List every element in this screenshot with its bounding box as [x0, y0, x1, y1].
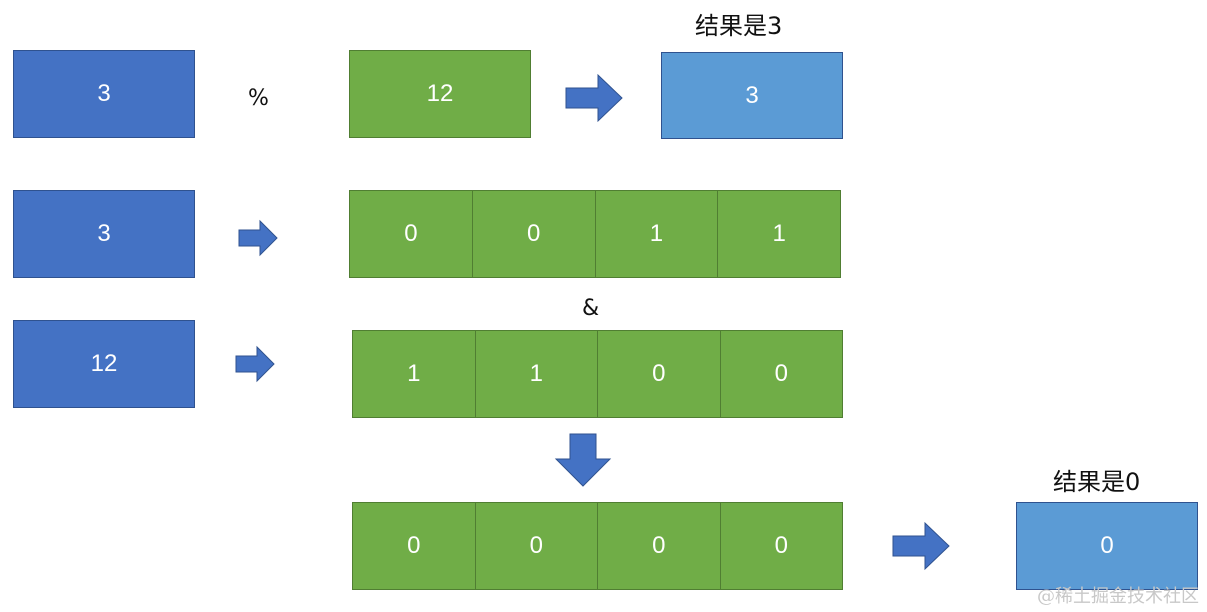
- right-arrow-icon: [892, 521, 950, 571]
- binary-strip-result: 0 0 0 0: [352, 502, 843, 590]
- result-box-top: 3: [661, 52, 843, 139]
- bit-cell: 0: [720, 331, 842, 417]
- value-box-12: 12: [349, 50, 531, 138]
- right-arrow-icon: [238, 219, 278, 257]
- bit-cell: 1: [718, 191, 840, 277]
- value-box-12-binary: 12: [13, 320, 195, 408]
- bit-cell: 0: [353, 503, 476, 589]
- result-box-bottom: 0: [1016, 502, 1198, 590]
- and-operator: &: [582, 296, 600, 321]
- result-label-top: 结果是3: [695, 12, 783, 40]
- bit-cell: 1: [353, 331, 476, 417]
- right-arrow-icon: [565, 73, 623, 123]
- value-box-3-binary: 3: [13, 190, 195, 278]
- value-box-3: 3: [13, 50, 195, 138]
- result-label-bottom: 结果是0: [1053, 468, 1141, 496]
- bit-cell: 1: [475, 331, 598, 417]
- binary-strip-12: 1 1 0 0: [352, 330, 843, 418]
- bit-cell: 0: [720, 503, 842, 589]
- right-arrow-icon: [235, 345, 275, 383]
- modulo-operator: %: [248, 86, 269, 111]
- bit-cell: 0: [598, 503, 721, 589]
- binary-strip-3: 0 0 1 1: [349, 190, 841, 278]
- down-arrow-icon: [554, 433, 612, 487]
- bit-cell: 0: [472, 191, 596, 277]
- bit-cell: 0: [598, 331, 721, 417]
- bit-cell: 0: [475, 503, 598, 589]
- bit-cell: 1: [595, 191, 719, 277]
- watermark: @稀土掘金技术社区: [1037, 586, 1199, 607]
- bit-cell: 0: [350, 191, 473, 277]
